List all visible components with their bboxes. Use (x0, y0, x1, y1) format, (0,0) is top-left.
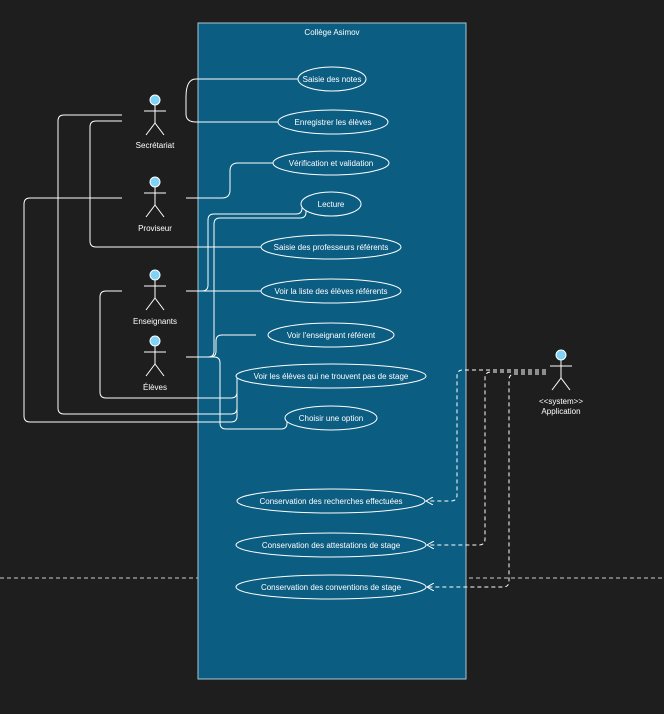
use-case-choisir-option[interactable]: Choisir une option (284, 405, 378, 431)
assoc-eleves-lecture (186, 204, 307, 358)
assoc-secretariat-enregistrer (185, 97, 278, 123)
actor-application[interactable]: <<system>> Application (539, 349, 583, 416)
use-case-label: Lecture (318, 200, 345, 209)
actor-stereotype: <<system>> (539, 397, 583, 406)
use-case-voir-liste-eleves[interactable]: Voir la liste des élèves référents (260, 278, 402, 304)
assoc-secretariat-saisie-professeurs (89, 120, 262, 248)
assoc-secretariat-saisie-notes (185, 78, 298, 98)
associations (23, 78, 307, 430)
use-case-label: Saisie des professeurs référents (274, 243, 389, 252)
use-case-label: Voir les élèves qui ne trouvent pas de s… (254, 372, 409, 381)
use-case-saisie-professeurs[interactable]: Saisie des professeurs référents (260, 234, 402, 260)
dep-application-recherches (426, 369, 546, 501)
use-case-lecture[interactable]: Lecture (300, 191, 362, 217)
assoc-enseignants-voir-sans-stage (99, 290, 238, 399)
actor-enseignants[interactable]: Enseignants (133, 269, 177, 326)
actor-name: Élèves (143, 383, 167, 392)
assoc-proviseur-voir-sans-stage (23, 197, 238, 423)
actor-name: Enseignants (133, 317, 177, 326)
actor-secretariat[interactable]: Secrétariat (136, 94, 175, 150)
use-case-saisie-notes[interactable]: Saisie des notes (297, 66, 367, 92)
use-case-label: Voir l'enseignant référent (287, 331, 376, 340)
dep-application-attestations (427, 371, 546, 545)
dep-application-conventions (427, 373, 546, 587)
use-case-label: Conservation des attestations de stage (262, 541, 401, 550)
use-case-enregistrer-eleves[interactable]: Enregistrer les élèves (277, 109, 389, 135)
use-case-label: Voir la liste des élèves référents (275, 287, 388, 296)
use-case-conservation-recherches[interactable]: Conservation des recherches effectuées (236, 488, 426, 514)
assoc-secretariat-voir-sans-stage (57, 114, 238, 415)
use-case-label: Conservation des recherches effectuées (259, 497, 402, 506)
dependencies (426, 369, 546, 587)
use-case-label: Choisir une option (299, 414, 363, 423)
use-case-label: Vérification et validation (289, 159, 374, 168)
use-case-label: Conservation des conventions de stage (261, 583, 402, 592)
system-title: Collège Asimov (304, 28, 359, 37)
actor-name: Application (541, 407, 580, 416)
actor-eleves[interactable]: Élèves (143, 335, 167, 392)
assoc-proviseur-verification (186, 162, 274, 199)
actor-name: Secrétariat (136, 141, 175, 150)
use-case-voir-enseignant[interactable]: Voir l'enseignant référent (267, 322, 395, 348)
actor-name: Proviseur (138, 224, 172, 233)
actor-proviseur[interactable]: Proviseur (138, 176, 172, 233)
use-case-label: Enregistrer les élèves (295, 118, 372, 127)
assoc-enseignants-lecture (186, 204, 303, 292)
use-case-conservation-attestations[interactable]: Conservation des attestations de stage (235, 532, 427, 558)
assoc-eleves-choisir-option (186, 356, 288, 430)
use-case-conservation-conventions[interactable]: Conservation des conventions de stage (235, 574, 427, 600)
use-case-voir-eleves-sans-stage[interactable]: Voir les élèves qui ne trouvent pas de s… (235, 363, 427, 389)
use-case-verification-validation[interactable]: Vérification et validation (272, 150, 390, 176)
use-case-label: Saisie des notes (303, 75, 362, 84)
